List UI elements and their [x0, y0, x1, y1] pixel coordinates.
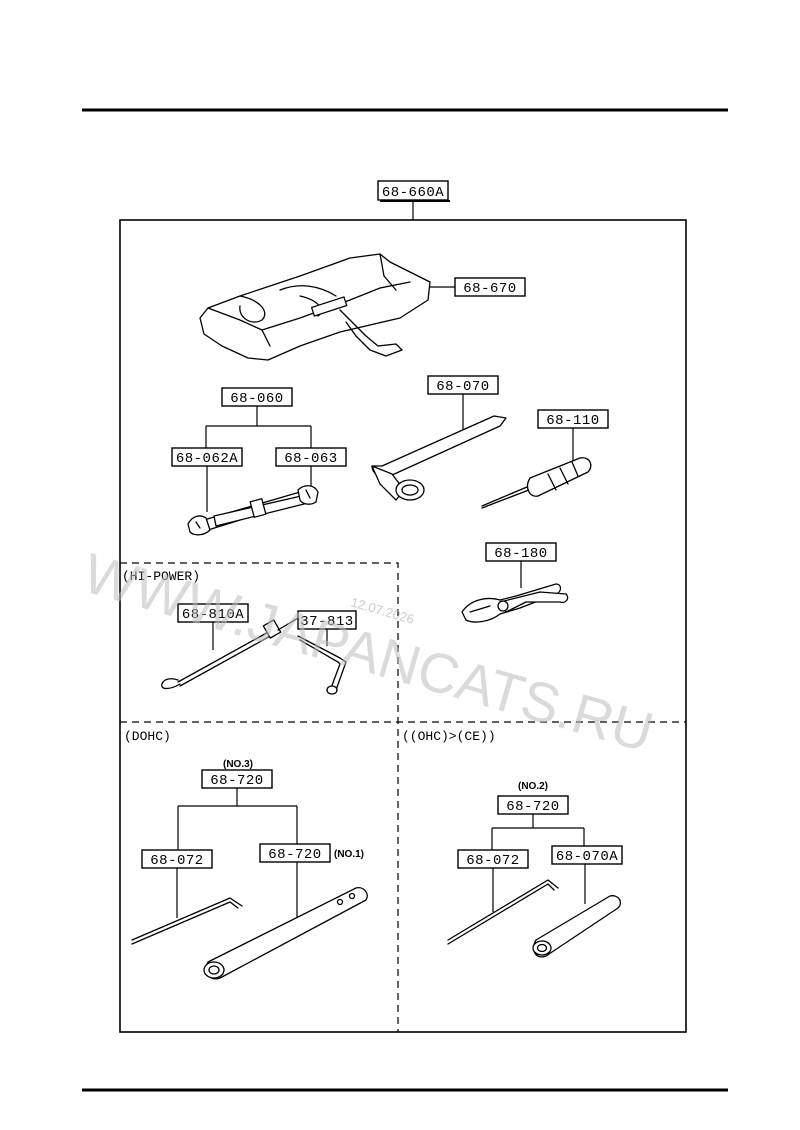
ohc-ce-section-title: ((OHC)>(CE)): [402, 729, 496, 744]
main-part-number: 68-660A: [382, 185, 444, 201]
dohc-plug-wrench-label[interactable]: 68-720: [259, 843, 331, 863]
hp-handle-label[interactable]: 68-810A: [177, 603, 249, 623]
wrench-a-part-number: 68-062A: [176, 451, 238, 467]
wheel-wrench-illustration: [371, 415, 507, 501]
wrench-a-label[interactable]: 68-062A: [171, 447, 243, 467]
tool-bag-illustration: [199, 253, 431, 361]
wheel-wrench-part-number: 68-070: [436, 379, 489, 395]
hi-power-section-border: [120, 562, 399, 1032]
kit-frame: [119, 219, 687, 1033]
ohc-hex-key-illustration: [447, 879, 559, 945]
wrench-set-part-number: 68-060: [230, 391, 283, 407]
dohc-hex-label[interactable]: 68-072: [141, 849, 213, 869]
jack-handle-illustration: [161, 617, 299, 690]
ohc-plug-wrench-part-number: 68-070A: [556, 849, 618, 865]
screwdriver-part-number: 68-110: [546, 413, 599, 429]
wrench-b-label[interactable]: 68-063: [275, 447, 347, 467]
hp-crank-label[interactable]: 37-813: [297, 610, 357, 630]
tool-bag-part-number: 68-670: [463, 281, 516, 297]
dohc-plug-wrench-illustration: [203, 887, 368, 980]
open-end-wrenches-illustration: [187, 485, 319, 536]
main-part-label[interactable]: 68-660A: [377, 180, 450, 202]
ohc-plug-wrench-label[interactable]: 68-070A: [551, 845, 623, 865]
dohc-spark-set-label[interactable]: 68-720: [201, 769, 273, 789]
hp-crank-part-number: 37-813: [300, 614, 353, 630]
dohc-spark-set-part-number: 68-720: [210, 773, 263, 789]
wrench-b-part-number: 68-063: [284, 451, 337, 467]
crank-rod-illustration: [297, 635, 347, 695]
pliers-label[interactable]: 68-180: [485, 542, 557, 562]
tool-bag-label[interactable]: 68-670: [454, 277, 526, 297]
ohc-spark-set-label[interactable]: 68-720: [497, 795, 569, 815]
wrench-set-label[interactable]: 68-060: [221, 387, 293, 407]
screwdriver-label[interactable]: 68-110: [537, 409, 609, 429]
dohc-section-title: (DOHC): [124, 729, 171, 744]
hi-power-section-title: (HI-POWER): [122, 569, 200, 584]
dohc-hex-part-number: 68-072: [150, 853, 203, 869]
ohc-hex-part-number: 68-072: [466, 853, 519, 869]
ohc-plug-wrench-illustration: [532, 895, 622, 958]
dohc-plug-note: (NO.1): [334, 849, 364, 860]
hp-handle-part-number: 68-810A: [182, 607, 244, 623]
dohc-plug-wrench-part-number: 68-720: [268, 847, 321, 863]
wheel-wrench-label[interactable]: 68-070: [427, 375, 499, 395]
dohc-hex-key-illustration: [131, 897, 243, 945]
dohc-set-note: (NO.3): [223, 759, 253, 770]
screwdriver-illustration: [481, 457, 592, 509]
ohc-hex-label[interactable]: 68-072: [457, 849, 529, 869]
ohc-set-note: (NO.2): [518, 781, 548, 792]
pliers-part-number: 68-180: [494, 546, 547, 562]
pliers-illustration: [461, 583, 569, 623]
ohc-spark-set-part-number: 68-720: [506, 799, 559, 815]
